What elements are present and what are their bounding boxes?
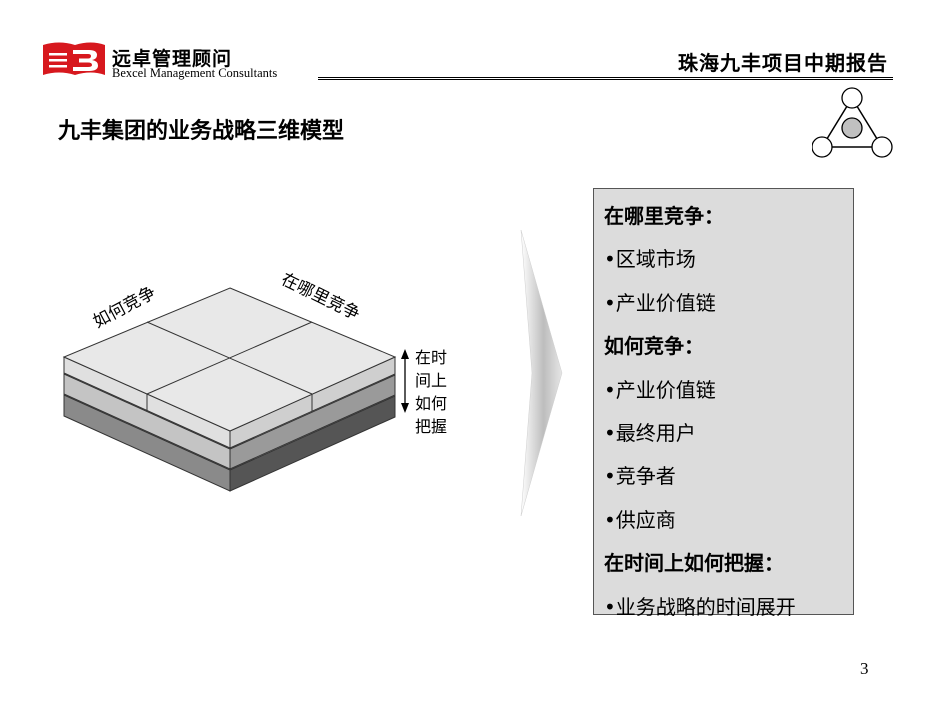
info-bullet: •区域市场	[604, 247, 696, 272]
info-heading: 在哪里竞争：	[604, 204, 724, 228]
top-layer	[62, 287, 397, 449]
header-rule	[318, 79, 893, 80]
info-bullet: •竞争者	[604, 464, 676, 489]
three-dimension-model: 如何竞争 在哪里竞争 在时 间上 如何 把握	[62, 270, 452, 492]
label-time-line: 把握	[415, 417, 447, 436]
label-time-line: 间上	[415, 371, 447, 390]
info-bullet: •供应商	[604, 507, 676, 532]
middle-layer	[63, 373, 396, 470]
info-bullet: •业务战略的时间展开	[604, 594, 796, 619]
info-heading: 在时间上如何把握：	[604, 551, 784, 576]
label-time: 在时 间上 如何 把握	[415, 348, 452, 436]
chevron-arrow-icon	[520, 229, 563, 517]
report-title: 珠海九丰项目中期报告	[678, 51, 888, 75]
label-time-line: 如何	[415, 394, 447, 413]
page-number: 3	[860, 659, 869, 678]
page-title: 九丰集团的业务战略三维模型	[58, 119, 345, 144]
header-rule	[318, 77, 893, 78]
bexcel-logo-icon	[43, 42, 105, 75]
info-bullet: •产业价值链	[604, 377, 716, 402]
strategy-dimensions-box: 在哪里竞争： •区域市场 •产业价值链如何竞争： •产业价值链 •最终用户 •竞争者 •供应…	[593, 188, 854, 619]
info-heading: 如何竞争：	[604, 334, 704, 359]
company-name-cn: 远卓管理顾问	[112, 48, 233, 70]
company-name-en: Bexcel Management Consultants	[112, 66, 278, 80]
triangle-circles-icon	[812, 87, 893, 158]
label-time-line: 在时	[415, 348, 447, 367]
info-bullet: •最终用户	[604, 421, 696, 446]
vertical-arrow	[401, 349, 409, 413]
bottom-layer	[63, 394, 396, 492]
info-bullet: •产业价值链	[604, 290, 716, 315]
